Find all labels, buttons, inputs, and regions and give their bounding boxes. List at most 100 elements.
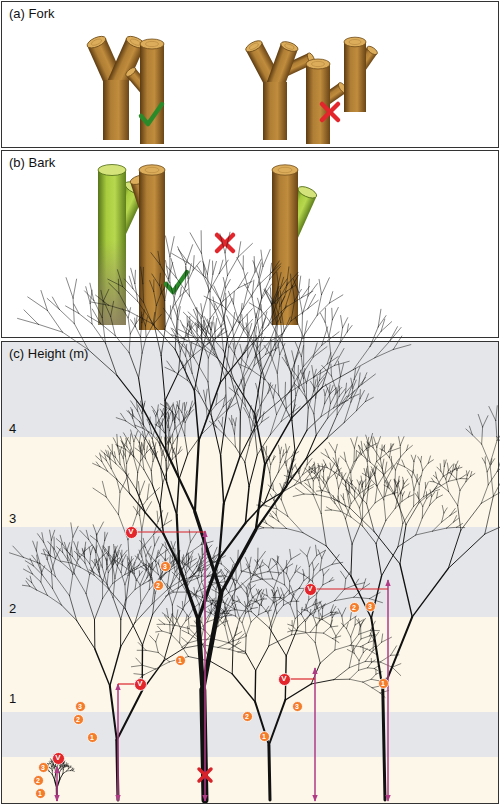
tree-branch bbox=[95, 649, 110, 686]
tree-branch bbox=[153, 536, 155, 546]
tree-branch bbox=[250, 588, 253, 598]
stem-trunk bbox=[306, 59, 330, 69]
tree-branch bbox=[225, 379, 226, 413]
tree-branch bbox=[127, 456, 130, 464]
tree-branch bbox=[305, 472, 311, 480]
tree-branch bbox=[138, 643, 146, 651]
tree-branch bbox=[156, 560, 159, 564]
tree-branch bbox=[160, 483, 163, 506]
tree-branch bbox=[339, 386, 341, 397]
tree-branch bbox=[283, 345, 291, 374]
tree-branch bbox=[277, 398, 285, 415]
tree-branch bbox=[262, 606, 268, 613]
tree-branch bbox=[264, 447, 266, 454]
cross-mark bbox=[217, 235, 233, 251]
tree-branch bbox=[182, 403, 183, 412]
stem-trunk bbox=[349, 40, 361, 45]
tree-branch bbox=[253, 345, 261, 373]
stem-trunk bbox=[344, 37, 366, 47]
tree-branch bbox=[362, 374, 376, 384]
tree-branch bbox=[249, 432, 254, 445]
tree-branch bbox=[140, 515, 142, 530]
tree-branch bbox=[313, 378, 314, 391]
tree-branch bbox=[270, 288, 272, 304]
tree-branch bbox=[126, 421, 136, 428]
tree-branch bbox=[278, 273, 281, 285]
tree-branch bbox=[33, 574, 41, 582]
tree-branch bbox=[193, 603, 199, 608]
tree-branch bbox=[240, 344, 243, 354]
tree-branch bbox=[207, 358, 208, 382]
tree-branch bbox=[183, 564, 186, 572]
tree-branch bbox=[153, 280, 154, 292]
tree-branch bbox=[176, 619, 180, 628]
tree-branch bbox=[125, 450, 126, 457]
tree-branch bbox=[197, 617, 201, 622]
tree-branch bbox=[240, 358, 250, 370]
tree-branch bbox=[242, 623, 246, 636]
tree-branch bbox=[167, 361, 175, 372]
tree-branch bbox=[114, 546, 117, 552]
tree-branch bbox=[142, 310, 145, 323]
stem-trunk bbox=[306, 59, 330, 144]
tree-branch bbox=[179, 356, 193, 372]
tree-branch bbox=[245, 325, 268, 352]
tree-branch bbox=[94, 575, 108, 588]
tree-branch bbox=[84, 557, 89, 564]
tree-branch bbox=[32, 583, 37, 590]
tree-branch bbox=[343, 318, 348, 328]
tree-branch bbox=[156, 634, 159, 642]
tree-branch bbox=[186, 592, 203, 597]
tree-branch bbox=[189, 321, 191, 333]
tree-branch bbox=[133, 418, 136, 428]
tree-branch bbox=[174, 412, 176, 422]
tree-branch bbox=[151, 253, 160, 265]
tree-branch bbox=[70, 596, 77, 621]
tree-branch bbox=[303, 470, 310, 475]
tree-branch bbox=[180, 643, 189, 657]
tree-branch bbox=[143, 409, 166, 450]
tree-branch bbox=[30, 558, 34, 566]
tree-branch bbox=[125, 456, 126, 463]
stem-trunk bbox=[139, 165, 165, 175]
check-mark bbox=[141, 104, 162, 124]
tree-branch bbox=[347, 325, 352, 332]
tree-branch bbox=[280, 279, 287, 289]
tree-branch bbox=[37, 555, 38, 563]
tree-branch bbox=[305, 600, 309, 610]
tree-branch bbox=[310, 632, 323, 634]
tree-branch bbox=[126, 438, 127, 447]
tree-branch bbox=[142, 411, 143, 424]
tree-branch bbox=[55, 549, 60, 559]
cross-mark bbox=[217, 235, 233, 251]
tree-branch bbox=[166, 460, 168, 482]
tree-branch bbox=[325, 384, 329, 392]
tree-branch bbox=[155, 537, 159, 546]
tree-branch bbox=[156, 642, 159, 653]
tree-branch bbox=[42, 575, 52, 589]
tree-branch bbox=[185, 329, 190, 337]
tree-branch bbox=[226, 436, 236, 447]
tree-branch bbox=[157, 511, 159, 521]
tree-branch bbox=[173, 558, 176, 572]
tree-branch bbox=[203, 317, 210, 334]
tree-branch bbox=[351, 387, 359, 402]
tree-branch bbox=[273, 398, 276, 415]
tree-branch bbox=[319, 370, 320, 381]
tree-branch bbox=[108, 546, 110, 553]
tree-branch bbox=[304, 321, 307, 338]
tree-branch bbox=[188, 312, 198, 322]
tree-branch bbox=[240, 561, 241, 572]
tree-branch bbox=[157, 624, 165, 625]
tree-branch bbox=[55, 773, 56, 780]
tree-branch bbox=[273, 456, 275, 459]
tree-branch bbox=[117, 270, 122, 287]
tree-branch bbox=[150, 559, 152, 575]
tree-branch bbox=[232, 424, 234, 434]
tree-branch bbox=[204, 296, 223, 306]
tree-branch bbox=[291, 374, 292, 418]
tree-branch bbox=[130, 443, 134, 457]
tree-branch bbox=[219, 260, 223, 274]
tree-branch bbox=[175, 349, 194, 391]
